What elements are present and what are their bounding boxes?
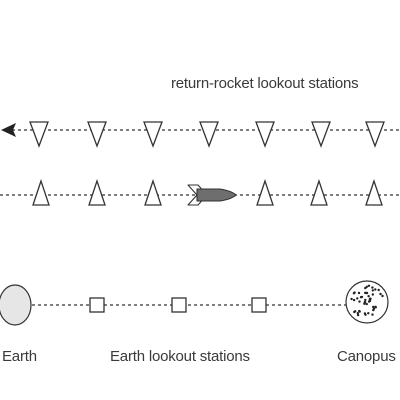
outbound-station-6-icon <box>365 178 383 206</box>
return-station-3-icon <box>143 121 163 148</box>
dotted-star-icon <box>345 280 389 324</box>
earth-circle-icon <box>0 284 32 326</box>
canopus-dot <box>367 295 370 298</box>
canopus-dot <box>374 288 377 291</box>
canopus-dot <box>371 289 374 292</box>
canopus-dot <box>368 299 372 303</box>
canopus-dot <box>364 291 368 295</box>
canopus-dot <box>357 291 361 295</box>
canopus-label: Canopus <box>337 348 396 365</box>
outbound-station-3-icon <box>144 178 162 206</box>
left-arrow-icon <box>1 123 16 137</box>
canopus-dot <box>379 292 382 296</box>
canopus-dot <box>356 312 359 315</box>
earth-station-3-icon <box>251 297 267 313</box>
earth-stations-label: Earth lookout stations <box>110 348 250 365</box>
canopus-dot <box>372 307 376 310</box>
canopus-dot <box>350 297 353 301</box>
canopus-dot <box>358 309 361 313</box>
canopus-dot <box>356 313 360 317</box>
return-station-4-icon <box>199 121 219 148</box>
canopus-dot <box>377 288 380 292</box>
return-station-7-icon <box>365 121 385 148</box>
canopus-dot <box>359 296 363 299</box>
canopus-dot <box>364 298 367 302</box>
canopus-dot <box>365 302 368 306</box>
canopus-dot <box>358 300 361 303</box>
return-station-6-icon <box>311 121 331 148</box>
canopus-dot <box>367 312 370 315</box>
canopus-dot <box>371 286 374 289</box>
canopus-dot <box>352 298 356 302</box>
outbound-station-1-icon <box>32 178 50 206</box>
return-station-1-icon <box>29 121 49 148</box>
rocket-icon <box>187 184 237 206</box>
return-station-5-icon <box>255 121 275 148</box>
canopus-dot <box>367 284 371 287</box>
earth-station-2-icon <box>171 297 187 313</box>
return-stations-label: return-rocket lookout stations <box>171 75 359 92</box>
canopus-dot <box>371 313 374 316</box>
canopus-dot <box>363 302 366 305</box>
canopus-dot <box>353 310 356 314</box>
earth-station-1-icon <box>89 297 105 313</box>
canopus-dot <box>363 300 367 304</box>
canopus-dot <box>371 293 374 296</box>
return-station-2-icon <box>87 121 107 148</box>
outbound-station-2-icon <box>88 178 106 206</box>
canopus-dot <box>365 285 368 288</box>
outbound-station-5-icon <box>310 178 328 206</box>
canopus-dot <box>364 313 367 316</box>
canopus-dot <box>353 291 356 294</box>
earth-label: Earth <box>2 348 37 365</box>
canopus-dot <box>356 297 359 300</box>
outbound-station-4-icon <box>256 178 274 206</box>
canopus-dot <box>374 305 377 308</box>
canopus-dot <box>381 294 384 298</box>
